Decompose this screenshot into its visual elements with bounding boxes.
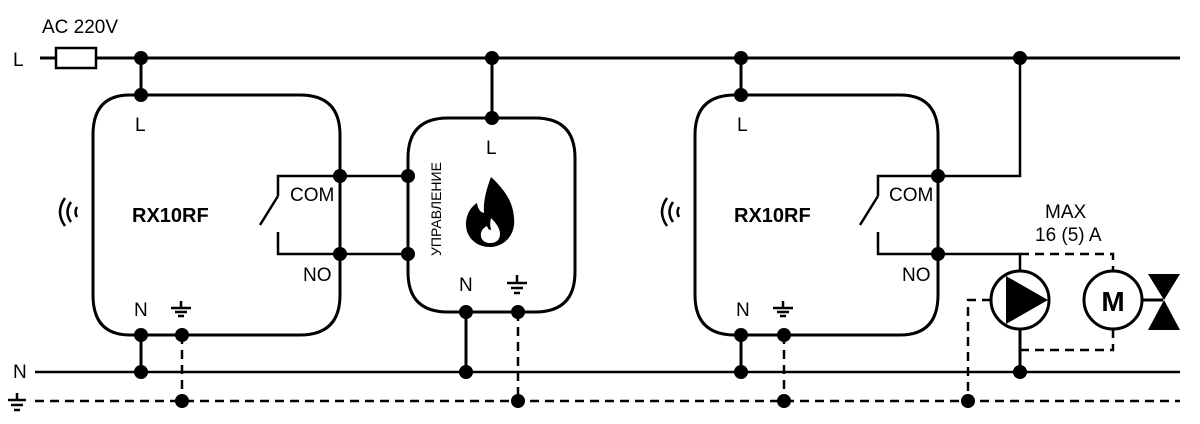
junction-dot	[931, 169, 945, 183]
load-rating-line1: MAX	[1045, 202, 1087, 223]
valve-icon	[1148, 274, 1180, 330]
receiver-1: RX10RF L N COM NO	[58, 93, 342, 337]
receiver-1-terminal-l: L	[135, 115, 146, 136]
neutral-bus-label: N	[13, 362, 27, 383]
junction-dots	[134, 51, 1027, 408]
junction-dot	[734, 328, 748, 342]
receiver-2-name: RX10RF	[734, 205, 811, 227]
boiler-control-label: УПРАВЛЕНИЕ	[428, 162, 444, 256]
receiver-1-name: RX10RF	[132, 205, 209, 227]
earth-bus-ground-icon	[8, 393, 26, 412]
junction-dot	[777, 328, 791, 342]
supply-voltage-label: AC 220V	[42, 17, 118, 38]
wireless-signal-icon	[660, 197, 681, 227]
flame-icon	[465, 177, 515, 247]
junction-dot	[333, 169, 347, 183]
receiver-1-terminal-n: N	[134, 300, 148, 321]
junction-dot	[485, 111, 499, 125]
receiver-1-relay-switch	[258, 174, 340, 256]
boiler-terminal-l: L	[486, 138, 497, 159]
junction-dot	[511, 394, 525, 408]
receiver-2: RX10RF L N COM NO	[660, 93, 940, 337]
junction-dot	[134, 51, 148, 65]
receiver-2-terminal-no: NO	[902, 265, 931, 286]
junction-dot	[459, 305, 473, 319]
line-bus	[40, 46, 1180, 70]
motor-icon: M	[1082, 269, 1144, 331]
junction-dot	[134, 88, 148, 102]
receiver-1-terminal-no: NO	[303, 265, 332, 286]
motor-label: M	[1101, 286, 1124, 317]
junction-dot	[401, 169, 415, 183]
receiver-1-ground-icon	[171, 301, 191, 318]
junction-dot	[485, 51, 499, 65]
junction-dot	[931, 247, 945, 261]
receiver-2-relay-switch	[858, 174, 938, 256]
boiler: L N УПРАВЛЕНИЕ	[406, 116, 577, 314]
junction-dot	[175, 394, 189, 408]
junction-dot	[175, 328, 189, 342]
boiler-terminal-n: N	[459, 275, 473, 296]
junction-dot	[1013, 51, 1027, 65]
junction-dot	[734, 365, 748, 379]
receiver-2-ground-icon	[773, 301, 793, 318]
receiver-1-terminal-com: COM	[290, 185, 334, 206]
fuse-icon	[54, 46, 98, 70]
junction-dot	[401, 247, 415, 261]
junction-dot	[459, 365, 473, 379]
junction-dot	[734, 88, 748, 102]
receiver-2-terminal-l: L	[737, 115, 748, 136]
junction-dot	[1013, 365, 1027, 379]
junction-dot	[134, 328, 148, 342]
line-bus-label: L	[13, 50, 24, 71]
junction-dot	[961, 394, 975, 408]
pump-icon	[989, 269, 1051, 331]
junction-dot	[333, 247, 347, 261]
wireless-signal-icon	[58, 197, 79, 227]
junction-dot	[734, 51, 748, 65]
receiver-2-terminal-com: COM	[889, 185, 933, 206]
receiver-2-terminal-n: N	[736, 300, 750, 321]
junction-dot	[777, 394, 791, 408]
junction-dot	[134, 365, 148, 379]
boiler-ground-icon	[507, 275, 527, 295]
junction-dot	[511, 305, 525, 319]
load-rating-line2: 16 (5) A	[1035, 225, 1102, 246]
